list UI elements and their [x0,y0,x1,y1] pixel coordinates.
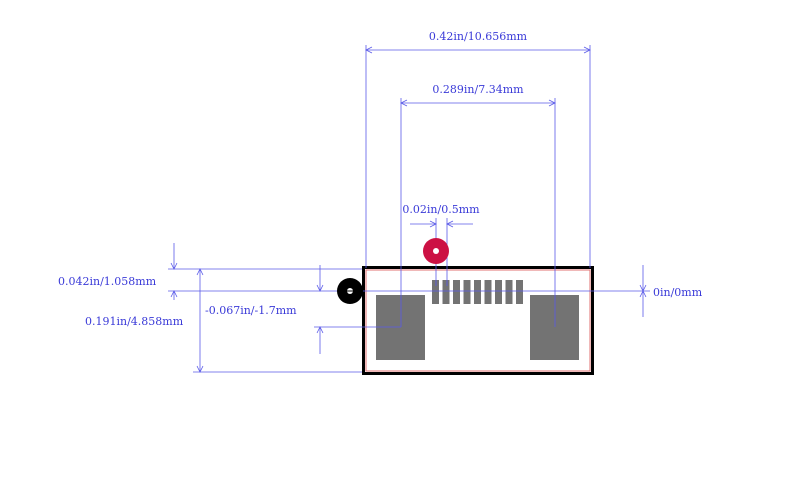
signal-pin-7 [495,280,502,304]
mounting-pad-left [376,295,425,360]
pad-span-label: 0.289in/7.34mm [432,83,524,96]
center-offset-label: -0.067in/-1.7mm [205,304,297,317]
signal-pins [432,280,523,304]
signal-pin-2 [442,280,450,304]
origin-label: 0in/0mm [653,286,703,299]
signal-pin-9 [516,280,523,304]
overall-width-label: 0.42in/10.656mm [429,30,528,43]
component-outline [362,266,594,375]
height-label: 0.191in/4.858mm [85,315,184,328]
top-offset-label: 0.042in/1.058mm [58,275,157,288]
courtyard-outline [365,269,591,372]
origin-marker [337,278,363,304]
dimension-pad-span: 0.289in/7.34mm [400,83,556,327]
signal-pin-8 [505,280,513,304]
signal-pin-5 [474,280,481,304]
mounting-pad-right [530,295,579,360]
signal-pin-4 [463,280,471,304]
pin1-marker [423,238,449,264]
dimension-top-offset: 0.042in/1.058mm [58,243,362,300]
dimension-height: 0.191in/4.858mm [85,268,362,373]
signal-pin-1 [432,280,439,304]
signal-pin-3 [453,280,460,304]
dimension-center-offset: -0.067in/-1.7mm [205,265,401,354]
signal-pin-6 [484,280,492,304]
dimension-origin: 0in/0mm [350,265,703,317]
pin-pitch-label: 0.02in/0.5mm [402,203,480,216]
dimension-overall-width: 0.42in/10.656mm [365,30,591,268]
